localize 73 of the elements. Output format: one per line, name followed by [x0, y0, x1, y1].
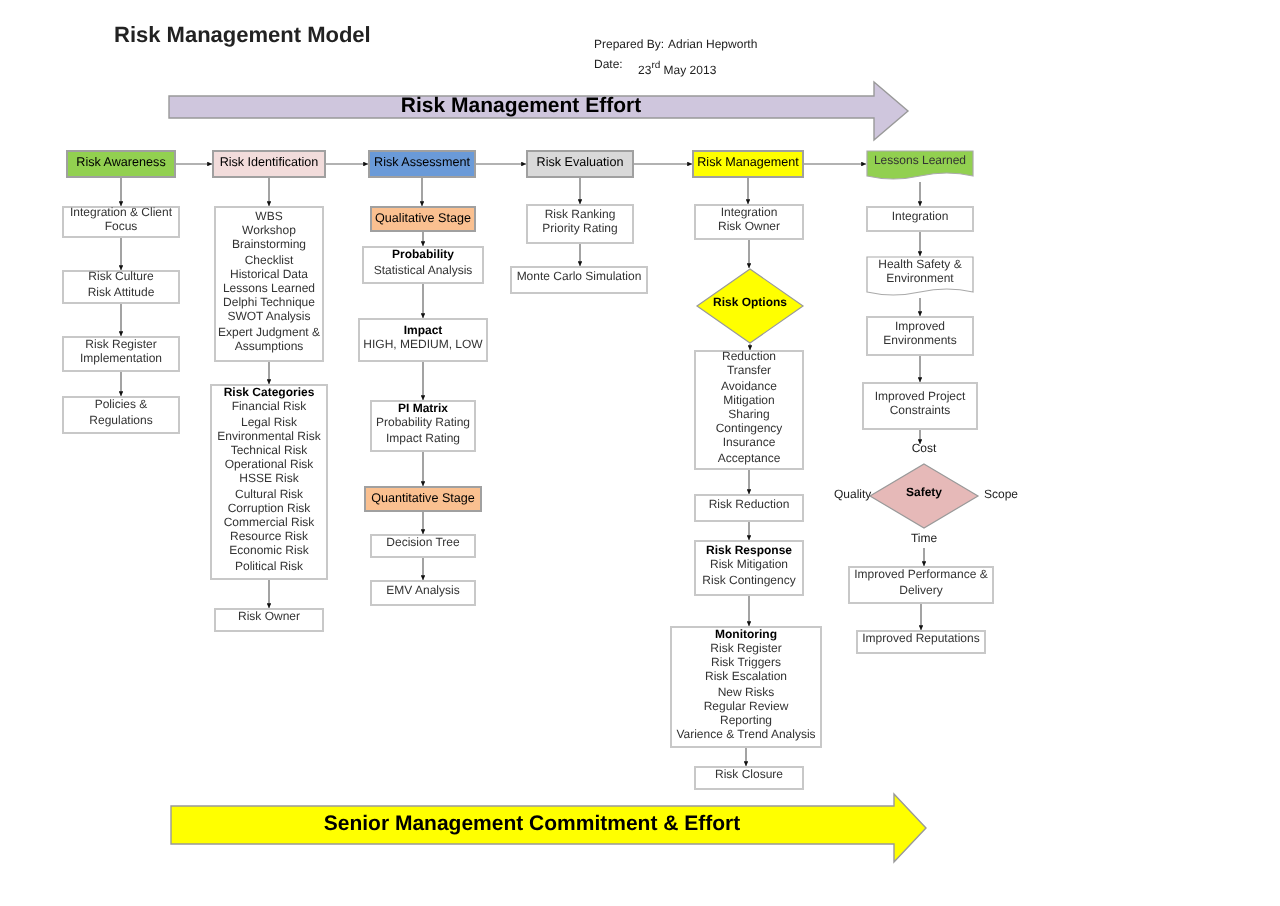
process-box [694, 204, 804, 240]
arrow [803, 161, 867, 167]
stage-header [212, 150, 326, 178]
arrow [420, 361, 426, 401]
process-box [694, 766, 804, 790]
process-box [526, 204, 634, 244]
stage-header [66, 150, 176, 178]
process-box [362, 246, 484, 284]
stage-header [526, 150, 634, 178]
process-box [694, 350, 804, 470]
arrow [175, 161, 213, 167]
arrow [917, 181, 923, 207]
process-box [694, 540, 804, 596]
arrow [118, 177, 124, 207]
arrow [118, 303, 124, 337]
process-box [862, 382, 978, 430]
arrow [577, 243, 583, 267]
process-box [670, 626, 822, 748]
arrow [917, 429, 923, 445]
process-box [856, 630, 986, 654]
diagram-title: Risk Management Model [114, 24, 371, 48]
document-box [866, 150, 974, 182]
arrow [420, 283, 426, 319]
arrow [746, 239, 752, 269]
arrow [745, 177, 751, 205]
banner-text: Risk Management Effort [398, 96, 644, 118]
process-box [510, 266, 648, 294]
process-box [214, 206, 324, 362]
arrow [577, 177, 583, 205]
arrow [420, 451, 426, 487]
arrow [118, 237, 124, 271]
process-box [62, 336, 180, 372]
stage-header [370, 206, 476, 232]
decision-diamond [696, 268, 804, 344]
arrow [917, 355, 923, 383]
document-box [866, 256, 974, 298]
banner-arrow [170, 792, 930, 864]
process-box [62, 396, 180, 434]
arrow [921, 547, 927, 567]
arrow [118, 371, 124, 397]
process-box [370, 400, 476, 452]
arrow [747, 343, 753, 351]
process-box [370, 580, 476, 606]
arrow [918, 603, 924, 631]
stage-header [364, 486, 482, 512]
arrow [325, 161, 369, 167]
arrow [746, 521, 752, 541]
banner-arrow [168, 80, 912, 142]
arrow [266, 177, 272, 207]
arrow [917, 297, 923, 317]
stage-header [368, 150, 476, 178]
arrow [266, 579, 272, 609]
arrow [419, 177, 425, 207]
arrow [475, 161, 527, 167]
arrow [633, 161, 693, 167]
process-box [358, 318, 488, 362]
arrow [917, 231, 923, 257]
arrow [266, 361, 272, 385]
arrow [420, 231, 426, 247]
process-box [694, 494, 804, 522]
process-box [866, 316, 974, 356]
arrow [420, 511, 426, 535]
process-box [210, 384, 328, 580]
stage-header [692, 150, 804, 178]
arrow [746, 469, 752, 495]
process-box [866, 206, 974, 232]
process-box [370, 534, 476, 558]
arrow [746, 595, 752, 627]
banner-text: Senior Management Commitment & Effort [321, 810, 743, 840]
process-box [62, 270, 180, 304]
process-box [214, 608, 324, 632]
arrow [743, 747, 749, 767]
arrow [420, 557, 426, 581]
